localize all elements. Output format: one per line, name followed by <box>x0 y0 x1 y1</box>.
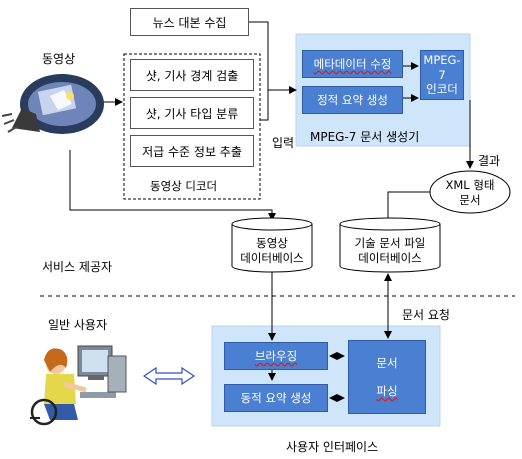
user-interface-label: 사용자 인터페이스 <box>286 440 379 454</box>
tech-db-text: 기술 문서 파일 데이터베이스 <box>354 236 426 265</box>
shot-boundary-box: 샷, 기사 경계 검출 <box>130 59 254 91</box>
film-reel-icon <box>1 74 104 134</box>
video-db-cylinder <box>231 217 313 273</box>
static-summary-box: 정적 요약 생성 <box>302 86 403 114</box>
dynamic-summary-box: 동적 요약 생성 <box>224 384 328 412</box>
news-script-box: 뉴스 대본 수집 <box>130 8 249 36</box>
general-user-label: 일반 사용자 <box>48 318 108 332</box>
double-arrow-icon <box>142 366 196 386</box>
video-db-text: 동영상 데이터베이스 <box>240 236 304 265</box>
video-label: 동영상 <box>42 52 76 66</box>
low-level-box: 저급 수준 정보 추출 <box>130 135 254 167</box>
xml-document-text: XML 형태 문서 <box>445 178 495 207</box>
document-parsing-box: 문서 파싱 <box>348 340 426 414</box>
metadata-edit-box: 메타데이터 수정 <box>302 50 403 78</box>
browsing-box: 브라우징 <box>224 342 328 370</box>
decoder-region <box>123 53 261 200</box>
input-label: 입력 <box>272 136 295 150</box>
tech-db-cylinder <box>339 217 441 273</box>
mpeg7-encoder-box: MPEG-7 인코더 <box>420 50 464 100</box>
mpeg7-generator-label: MPEG-7 문서 생성기 <box>310 130 420 144</box>
service-provider-label: 서비스 제공자 <box>42 260 113 274</box>
document-request-label: 문서 요청 <box>402 308 450 322</box>
xml-document-ellipse <box>429 170 511 214</box>
shot-type-box: 샷, 기사 타입 분류 <box>130 97 254 129</box>
decoder-label: 동영상 디코더 <box>150 179 218 193</box>
user-at-computer-icon <box>30 345 127 426</box>
result-label: 결과 <box>478 154 501 168</box>
